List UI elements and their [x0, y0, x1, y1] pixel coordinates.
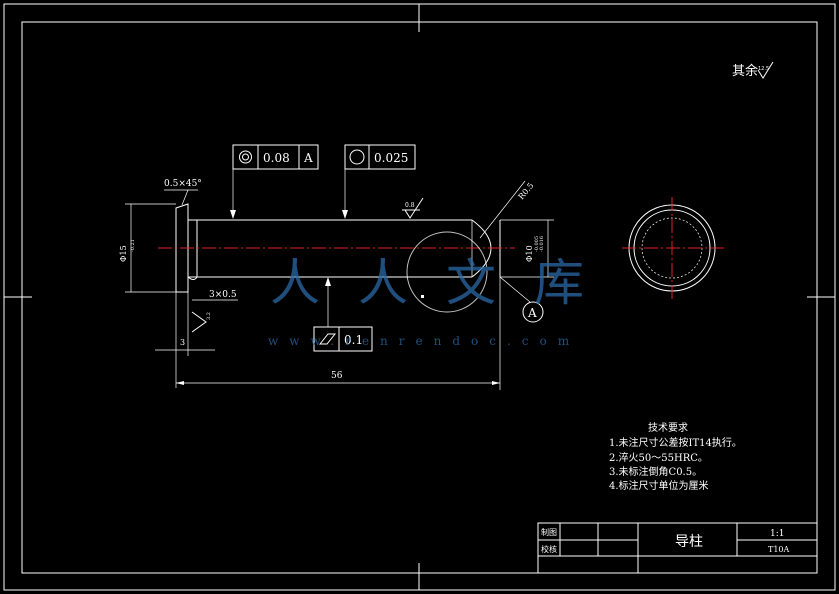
svg-text:4.标注尺寸单位为厘米: 4.标注尺寸单位为厘米 [609, 479, 709, 492]
svg-text:其余: 其余 [732, 63, 758, 79]
coaxiality-tolerance-frame: 0.08 A [230, 144, 319, 219]
roundness-icon [349, 149, 365, 165]
svg-text:Φ10: Φ10 [525, 245, 534, 262]
face-roughness: 3.2 [191, 311, 212, 333]
svg-text:0.025: 0.025 [374, 151, 408, 165]
svg-text:-0.016: -0.016 [539, 236, 545, 252]
svg-text:人人文库: 人人文库 [270, 254, 622, 312]
groove-annotation: 3×0.5 [192, 290, 238, 301]
svg-text:技术要求: 技术要求 [648, 421, 688, 434]
part-name: 导柱 [675, 534, 703, 550]
svg-text:1:1: 1:1 [770, 529, 784, 539]
svg-text:校核: 校核 [541, 544, 557, 554]
svg-text:A: A [527, 306, 537, 320]
svg-text:56: 56 [331, 371, 343, 381]
svg-text:1.未注尺寸公差按IT14执行。: 1.未注尺寸公差按IT14执行。 [609, 436, 742, 449]
svg-text:0.1: 0.1 [344, 333, 363, 347]
roundness-tolerance-frame: 0.025 [342, 144, 416, 219]
datum-a-symbol: A [499, 276, 544, 323]
total-length-dim: 56 [176, 277, 501, 390]
flatness-tolerance-frame: 0.1 [313, 277, 373, 352]
roughness-symbol [402, 197, 424, 219]
body-roughness: 0.8 [402, 197, 424, 219]
head-length-dim: 3 [155, 292, 215, 388]
svg-text:0.5×45°: 0.5×45° [164, 179, 202, 189]
svg-text:制图: 制图 [541, 527, 557, 537]
cursor-dot [421, 295, 424, 298]
other-surfaces-note: 其余 12.5 [732, 61, 774, 79]
svg-text:T10A: T10A [768, 545, 790, 554]
shaft-diameter-dim: Φ10 -0.005 -0.016 [525, 220, 549, 277]
svg-text:-0.21: -0.21 [130, 239, 136, 252]
svg-text:3: 3 [180, 338, 185, 347]
svg-text:3×0.5: 3×0.5 [209, 290, 237, 300]
title-block: 制图 校核 导柱 1:1 T10A [537, 522, 818, 574]
technical-requirements: 技术要求 1.未注尺寸公差按IT14执行。 2.淬火50～55HRC。 3.未标… [609, 421, 742, 492]
centering-marks [4, 4, 835, 590]
radius-annotation: R0.5 [479, 180, 536, 239]
flatness-icon [318, 333, 337, 345]
part-side-view [622, 197, 724, 300]
svg-text:-0.005: -0.005 [534, 236, 540, 252]
coaxiality-icon [239, 150, 252, 164]
svg-text:0.08: 0.08 [263, 151, 290, 165]
roughness-symbol [757, 61, 774, 79]
chamfer-annotation: 0.5×45° [164, 179, 202, 206]
svg-text:www.renrendoc.com: www.renrendoc.com [268, 334, 580, 348]
svg-text:3.2: 3.2 [206, 312, 212, 320]
svg-text:0.8: 0.8 [405, 202, 415, 209]
svg-text:12.5: 12.5 [758, 66, 769, 72]
svg-text:A: A [303, 151, 313, 165]
head-diameter-dim: Φ15 -0.21 [119, 203, 176, 293]
svg-text:R0.5: R0.5 [517, 181, 536, 201]
svg-text:Φ15: Φ15 [119, 245, 128, 262]
svg-text:2.淬火50～55HRC。: 2.淬火50～55HRC。 [609, 451, 708, 464]
watermark: 人人文库 www.renrendoc.com [268, 231, 622, 348]
roughness-symbol [191, 311, 207, 333]
watermark-logo [406, 231, 488, 313]
svg-text:3.未标注倒角C0.5。: 3.未标注倒角C0.5。 [609, 465, 702, 478]
